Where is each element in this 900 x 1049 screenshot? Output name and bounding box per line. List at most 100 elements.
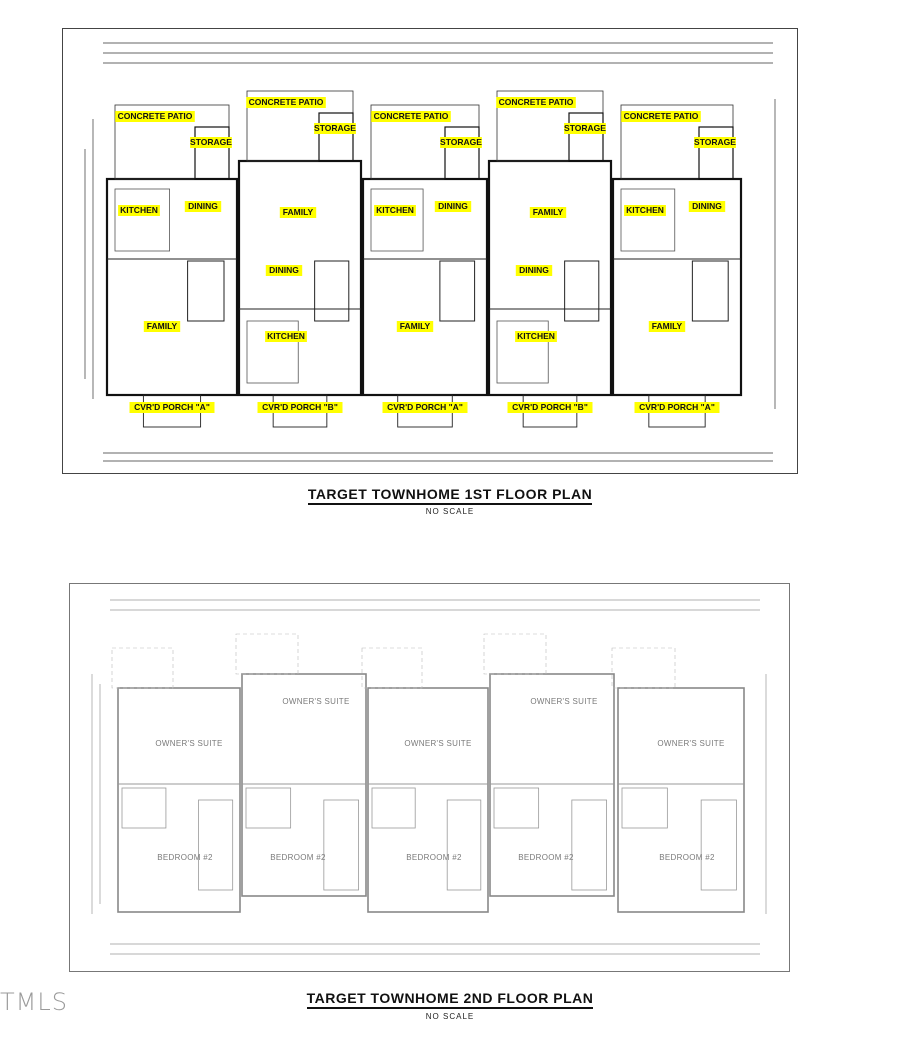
unit-exterior-wall xyxy=(241,673,367,897)
covered-porch-label: CVR'D PORCH "A" xyxy=(639,402,715,412)
unit-exterior-wall xyxy=(367,687,489,913)
owners-suite-label-group: OWNER'S SUITE xyxy=(657,739,724,748)
dining-label: DINING xyxy=(519,265,549,275)
bedroom-2-label: BEDROOM #2 xyxy=(518,853,574,862)
second-floor-unit: OWNER'S SUITE BEDROOM #2 xyxy=(611,647,745,913)
concrete-patio-label: CONCRETE PATIO xyxy=(249,97,324,107)
unit-exterior-wall xyxy=(117,687,241,913)
mls-watermark-logo: TMLS xyxy=(0,988,68,1016)
dining-label-highlight xyxy=(688,201,726,212)
dining-label-highlight xyxy=(184,201,222,212)
covered-porch-label-group: CVR'D PORCH "B" xyxy=(257,402,343,413)
stair-outline xyxy=(198,799,234,891)
dining-label: DINING xyxy=(269,265,299,275)
storage-label: STORAGE xyxy=(314,123,356,133)
bedroom-2-label-group: BEDROOM #2 xyxy=(270,853,325,862)
owners-suite-label: OWNER'S SUITE xyxy=(657,739,724,748)
bedroom-2-label-group: BEDROOM #2 xyxy=(157,853,213,862)
bathroom-outline xyxy=(621,787,668,829)
concrete-patio-label: CONCRETE PATIO xyxy=(624,111,699,121)
storage-room-wall xyxy=(318,112,354,162)
kitchen-counter xyxy=(620,188,676,252)
covered-porch-label-group: CVR'D PORCH "A" xyxy=(634,402,720,413)
family-label-highlight xyxy=(529,207,567,218)
family-label: FAMILY xyxy=(400,321,431,331)
stair-outline xyxy=(323,799,359,891)
concrete-patio-label: CONCRETE PATIO xyxy=(374,111,449,121)
concrete-patio-label: CONCRETE PATIO xyxy=(499,97,574,107)
family-label: FAMILY xyxy=(147,321,178,331)
concrete-patio-label-group: CONCRETE PATIO xyxy=(621,111,701,122)
stair-outline xyxy=(571,799,607,891)
kitchen-label-group: KITCHEN xyxy=(265,331,307,342)
dining-label-highlight xyxy=(515,265,553,276)
family-label-group: FAMILY xyxy=(648,321,686,332)
bedroom-2-label-group: BEDROOM #2 xyxy=(406,853,461,862)
concrete-patio-label-group: CONCRETE PATIO xyxy=(496,97,576,108)
second-floor-plan-drawing: OWNER'S SUITE BEDROOM #2 OWNER'S SUITE BEDR… xyxy=(91,599,767,955)
first-floor-title: TARGET TOWNHOME 1ST FLOOR PLAN xyxy=(307,486,593,505)
bathroom-outline xyxy=(121,787,167,829)
family-label-group: FAMILY xyxy=(396,321,434,332)
kitchen-counter xyxy=(114,188,170,252)
owners-suite-label-group: OWNER'S SUITE xyxy=(282,697,349,706)
dining-label-highlight xyxy=(434,201,472,212)
second-floor-unit: OWNER'S SUITE BEDROOM #2 xyxy=(111,647,241,913)
storage-label-highlight xyxy=(190,137,232,148)
owners-suite-label-group: OWNER'S SUITE xyxy=(404,739,471,748)
bedroom-2-label-group: BEDROOM #2 xyxy=(518,853,574,862)
storage-room-wall xyxy=(444,126,480,180)
owners-suite-label: OWNER'S SUITE xyxy=(530,697,597,706)
covered-porch-label: CVR'D PORCH "A" xyxy=(134,402,210,412)
covered-porch-label-group: CVR'D PORCH "B" xyxy=(507,402,593,413)
unit-exterior-wall xyxy=(489,673,615,897)
bedroom-2-label: BEDROOM #2 xyxy=(157,853,213,862)
bath-stair-core xyxy=(691,260,729,322)
second-floor-unit: OWNER'S SUITE BEDROOM #2 xyxy=(235,633,367,897)
first-floor-scale-note: NO SCALE xyxy=(425,507,475,516)
storage-label-highlight xyxy=(694,137,736,148)
roof-below-outline xyxy=(611,647,676,689)
bath-stair-core xyxy=(187,260,225,322)
storage-label-highlight xyxy=(440,137,482,148)
unit-exterior-wall xyxy=(617,687,745,913)
second-floor-plan-sheet: OWNER'S SUITE BEDROOM #2 OWNER'S SUITE BEDR… xyxy=(69,583,790,972)
covered-porch-label-highlight xyxy=(257,402,343,413)
concrete-patio-label-highlight xyxy=(621,111,701,122)
storage-label-group: STORAGE xyxy=(440,137,482,148)
concrete-patio-label: CONCRETE PATIO xyxy=(118,111,193,121)
roof-below-outline xyxy=(111,647,174,689)
bedroom-2-label-group: BEDROOM #2 xyxy=(659,853,715,862)
bathroom-outline xyxy=(245,787,292,829)
second-floor-unit: OWNER'S SUITE BEDROOM #2 xyxy=(483,633,615,897)
concrete-patio-label-highlight xyxy=(371,111,451,122)
covered-porch-label: CVR'D PORCH "A" xyxy=(387,402,463,412)
second-floor-title: TARGET TOWNHOME 2ND FLOOR PLAN xyxy=(306,990,594,1009)
stair-outline xyxy=(700,799,737,891)
kitchen-counter xyxy=(246,320,299,384)
kitchen-label: KITCHEN xyxy=(120,205,158,215)
owners-suite-label: OWNER'S SUITE xyxy=(404,739,471,748)
storage-label-group: STORAGE xyxy=(314,123,356,134)
family-label-group: FAMILY xyxy=(143,321,181,332)
concrete-patio-label-highlight xyxy=(246,97,326,108)
covered-porch-label-group: CVR'D PORCH "A" xyxy=(382,402,468,413)
storage-label-group: STORAGE xyxy=(694,137,736,148)
owners-suite-label-group: OWNER'S SUITE xyxy=(155,739,222,748)
concrete-patio-label-highlight xyxy=(496,97,576,108)
unit-exterior-wall xyxy=(237,159,363,397)
roof-below-outline xyxy=(483,633,547,675)
bedroom-2-label: BEDROOM #2 xyxy=(659,853,715,862)
kitchen-label-highlight xyxy=(265,331,307,342)
family-label: FAMILY xyxy=(533,207,564,217)
bath-stair-core xyxy=(564,260,600,322)
stair-outline xyxy=(446,799,482,891)
covered-porch-label-highlight xyxy=(634,402,720,413)
storage-room-wall xyxy=(568,112,604,162)
dining-label-group: DINING xyxy=(434,201,472,212)
storage-room-wall xyxy=(698,126,734,180)
kitchen-counter xyxy=(496,320,549,384)
